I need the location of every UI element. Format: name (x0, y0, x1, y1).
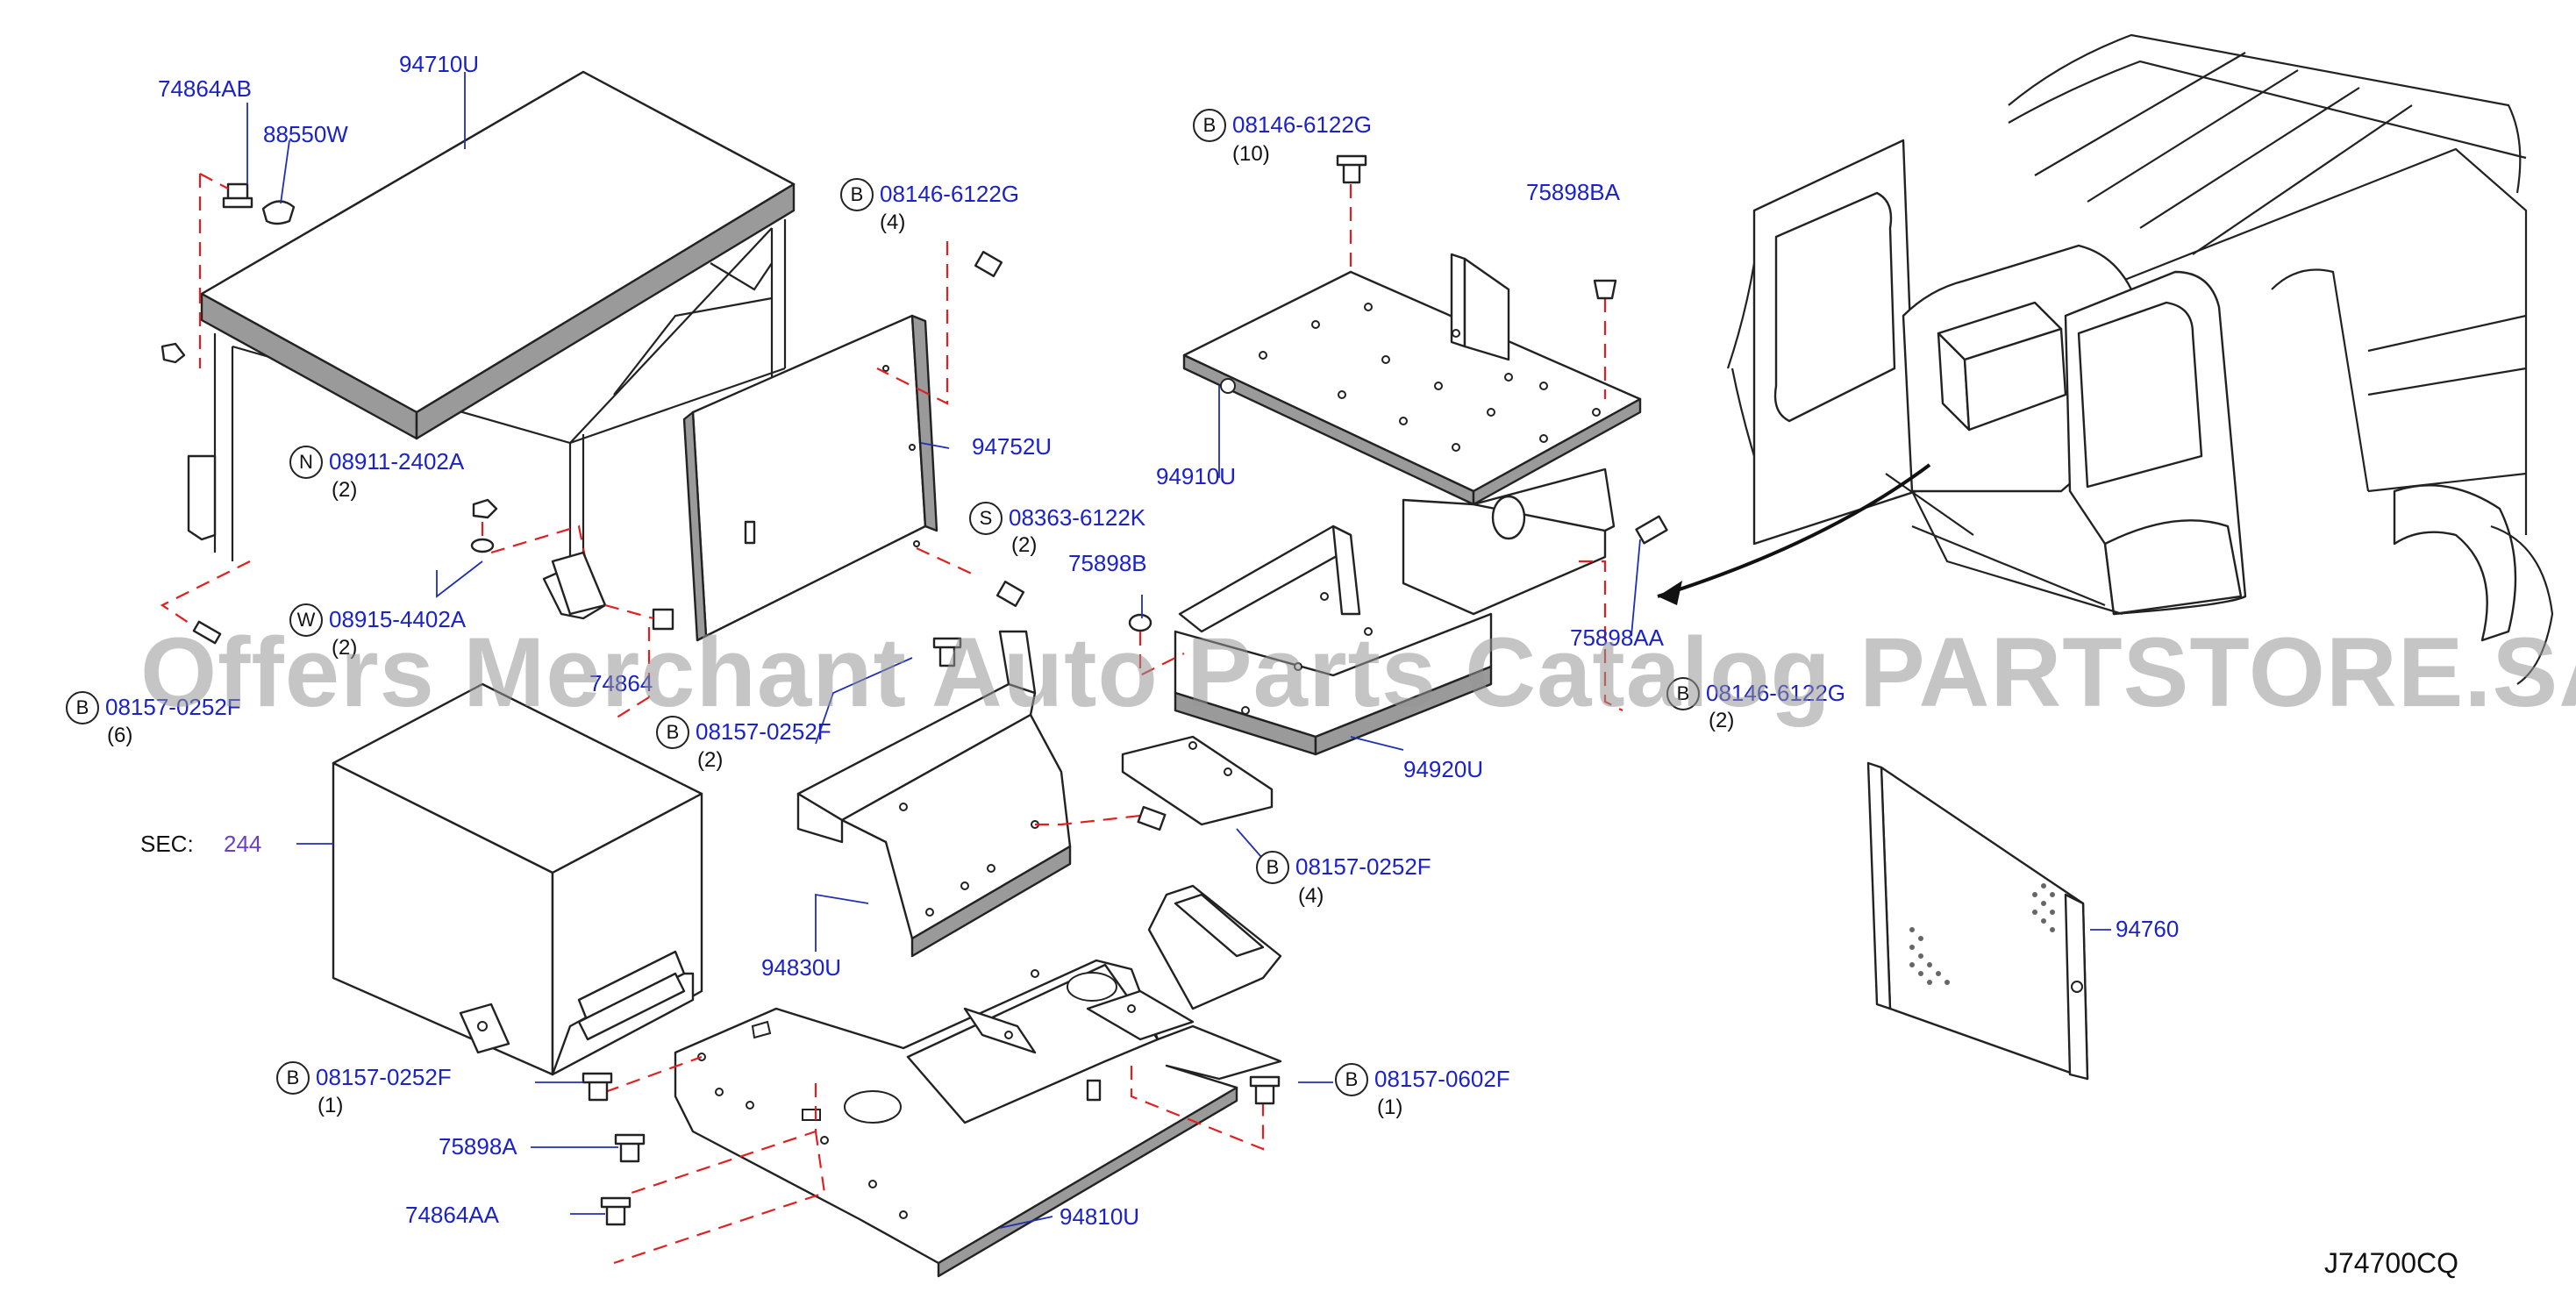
label-08146-6122g-10[interactable]: 08146-6122G (1232, 111, 1373, 138)
part-94920u-bracket (1121, 525, 1493, 826)
label-08146-6122g-2[interactable]: 08146-6122G (1706, 680, 1846, 706)
label-94920u[interactable]: 94920U (1403, 756, 1484, 782)
bolt-08157-0602 (1249, 1075, 1281, 1105)
label-94752u[interactable]: 94752U (972, 433, 1053, 460)
label-08157-0602f[interactable]: 08157-0602F (1374, 1066, 1510, 1092)
label-08363-6122k[interactable]: 08363-6122K (1009, 504, 1146, 531)
qty-08146-2: (2) (1709, 709, 1735, 732)
qty-08146-10: (10) (1232, 142, 1270, 166)
qty-08146-4: (4) (880, 211, 906, 234)
marker-b: B (1256, 851, 1289, 884)
label-08915-4402a[interactable]: 08915-4402A (329, 606, 467, 632)
plug-75898ba (1593, 279, 1617, 300)
label-08911-2402a[interactable]: 08911-2402A (329, 448, 465, 475)
label-08157-0252f-1[interactable]: 08157-0252F (316, 1064, 452, 1090)
label-88550w[interactable]: 88550W (263, 121, 348, 147)
qty-08363: (2) (1011, 533, 1038, 557)
qty-08157-4: (4) (1298, 884, 1324, 908)
marker-n: N (289, 446, 323, 479)
part-94752u-panel (682, 314, 938, 642)
nut-08911 (470, 498, 498, 553)
bolt-08157-4 (1137, 805, 1167, 831)
qty-08157-0602: (1) (1377, 1095, 1403, 1119)
bolt-08146-10 (1336, 154, 1367, 184)
marker-b: B (840, 178, 874, 211)
bolt-75898a (614, 1133, 646, 1163)
label-94710u[interactable]: 94710U (399, 51, 480, 77)
bolt-08146-2 (1635, 515, 1668, 545)
label-94830u[interactable]: 94830U (761, 954, 842, 981)
diagram-ref-code: J74700CQ (2324, 1247, 2458, 1279)
label-94760[interactable]: 94760 (2116, 916, 2180, 942)
arrow-head-icon (1658, 581, 1682, 605)
part-94910u-tray (1182, 253, 1642, 616)
plug-75898b (1128, 613, 1152, 632)
marker-b: B (276, 1061, 310, 1095)
grommet-88550w (261, 200, 296, 225)
marker-b: B (1666, 677, 1700, 710)
label-74864aa[interactable]: 74864AA (405, 1202, 499, 1228)
marker-s: S (969, 502, 1003, 535)
clip-74864ab (222, 182, 253, 209)
label-94810u[interactable]: 94810U (1060, 1203, 1140, 1230)
label-94910u[interactable]: 94910U (1156, 463, 1237, 489)
bolt-74864aa (600, 1196, 632, 1226)
section-ref-label: SEC: (140, 831, 194, 857)
label-75898aa[interactable]: 75898AA (1570, 624, 1664, 651)
qty-08157-1: (1) (318, 1094, 344, 1117)
label-75898ba[interactable]: 75898BA (1526, 179, 1620, 205)
bracket-74864 (551, 551, 674, 631)
location-arrow (1657, 463, 1931, 598)
bolt-08363 (995, 581, 1025, 607)
marker-w: W (289, 603, 323, 637)
part-94810u-plate (674, 884, 1282, 1278)
qty-08157-2: (2) (697, 748, 724, 772)
label-08157-0252f-6[interactable]: 08157-0252F (105, 694, 241, 720)
section-ref-244[interactable]: 244 (224, 831, 262, 857)
marker-b: B (66, 691, 99, 724)
vehicle-rear-view (1726, 33, 2554, 685)
label-74864[interactable]: 74864 (589, 670, 653, 696)
battery-box-sec244 (332, 682, 703, 1076)
label-75898b[interactable]: 75898B (1068, 550, 1147, 576)
qty-08911: (2) (332, 478, 358, 502)
qty-08157-6: (6) (107, 724, 133, 747)
leader-lines (246, 72, 2111, 1229)
qty-08915: (2) (332, 636, 358, 660)
bolt-08146-4 (974, 251, 1003, 277)
label-74864ab[interactable]: 74864AB (158, 75, 252, 102)
label-08146-6122g-4[interactable]: 08146-6122G (880, 181, 1020, 207)
label-08157-0252f-4[interactable]: 08157-0252F (1295, 853, 1431, 880)
label-75898a[interactable]: 75898A (439, 1133, 517, 1160)
bolt-08157-1 (582, 1072, 613, 1102)
bolt-08157-6 (192, 620, 222, 645)
part-94710u-frame (161, 70, 796, 620)
marker-b: B (656, 716, 689, 749)
part-94830u-bracket (796, 630, 1072, 958)
marker-b: B (1335, 1063, 1368, 1096)
part-94760-panel (1866, 761, 2089, 1081)
marker-b: B (1193, 109, 1226, 142)
label-08157-0252f-2[interactable]: 08157-0252F (696, 718, 831, 745)
bolt-08157-2 (932, 637, 962, 667)
